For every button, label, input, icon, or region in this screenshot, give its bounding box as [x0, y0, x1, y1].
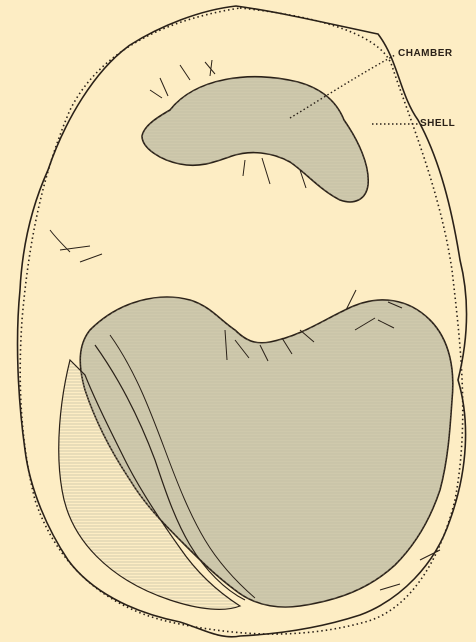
shell-label: SHELL [420, 118, 455, 129]
chamber-label: CHAMBER [398, 48, 453, 59]
